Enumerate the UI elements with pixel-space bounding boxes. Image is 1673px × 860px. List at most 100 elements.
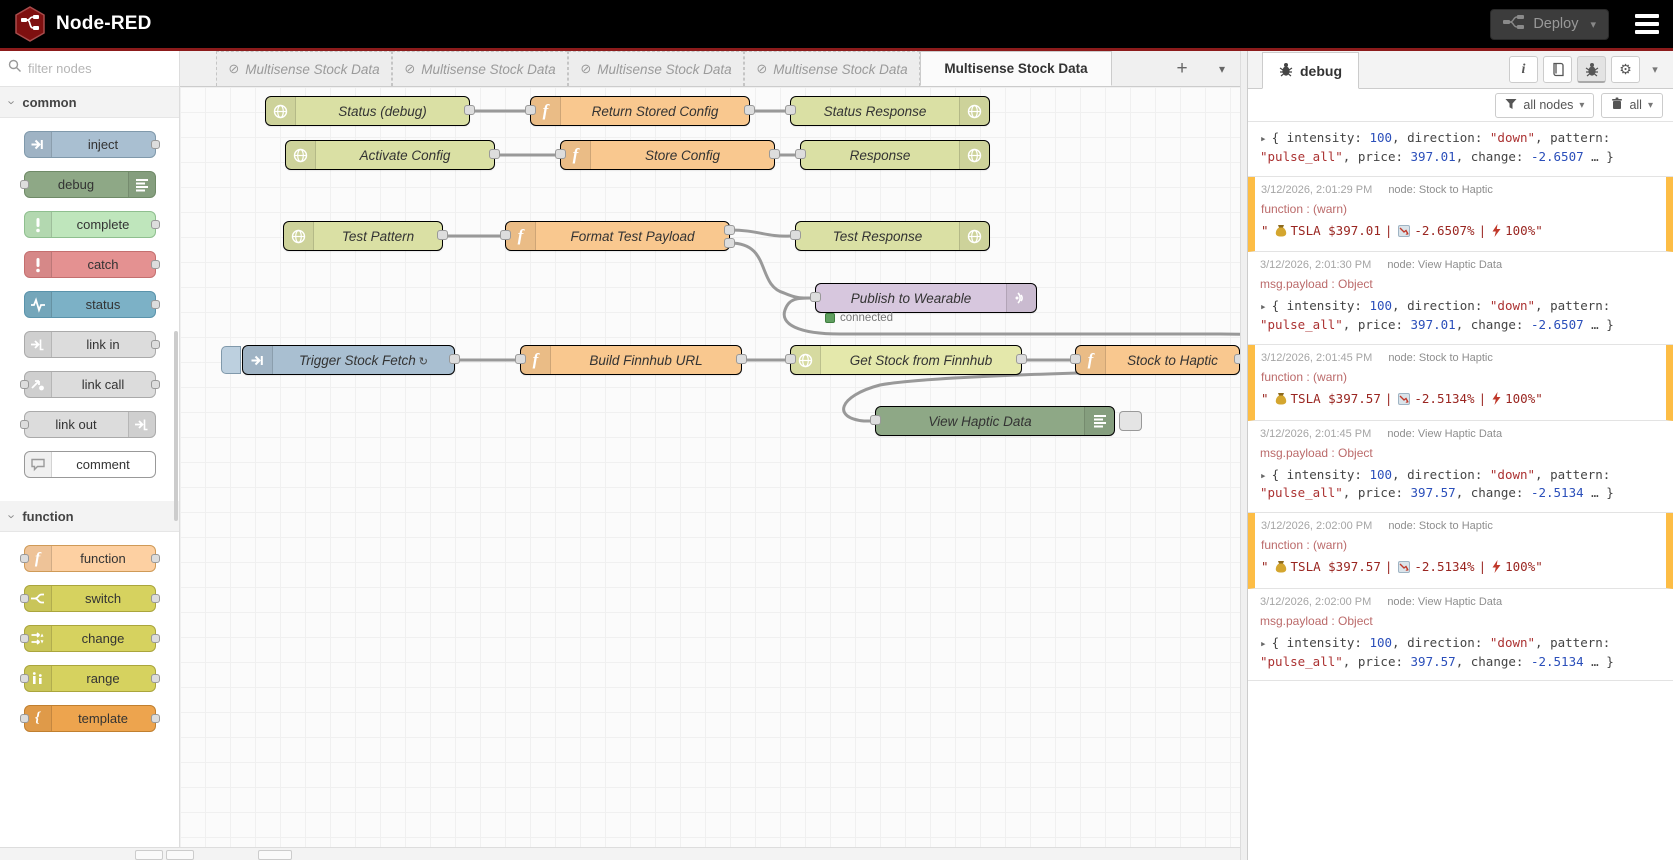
expand-caret-icon[interactable]: ▸ [1260, 636, 1267, 650]
info-tab-button[interactable]: i [1509, 56, 1538, 83]
flow-node-build-finnhub-url[interactable]: f Build Finnhub URL [515, 345, 747, 375]
input-port[interactable] [19, 633, 29, 643]
expand-caret-icon[interactable]: ▸ [1260, 132, 1267, 145]
palette-node-complete[interactable]: complete [23, 211, 160, 238]
output-port[interactable] [150, 139, 160, 149]
palette-category-common[interactable]: › common [0, 87, 179, 118]
output-port[interactable] [150, 379, 160, 389]
tab-active-multisense-stock-data[interactable]: Multisense Stock Data [920, 51, 1112, 86]
output-port[interactable] [150, 673, 160, 683]
palette-scrollbar[interactable] [174, 331, 178, 521]
input-port[interactable] [795, 149, 806, 159]
deploy-button[interactable]: Deploy ▾ [1490, 8, 1609, 40]
output-port[interactable] [150, 553, 160, 563]
input-port[interactable] [785, 105, 796, 115]
tab-debug[interactable]: debug [1262, 52, 1359, 89]
output-port-1[interactable] [724, 225, 735, 235]
input-port[interactable] [515, 354, 526, 364]
help-tab-button[interactable] [1543, 56, 1572, 83]
sidebar-resize-handle[interactable] [1240, 51, 1248, 860]
input-port[interactable] [19, 553, 29, 563]
palette-node-template[interactable]: { template [19, 705, 160, 732]
palette-node-inject[interactable]: inject [23, 131, 160, 158]
debug-tab-button[interactable] [1577, 56, 1606, 83]
source-node[interactable]: node: Stock to Haptic [1388, 520, 1493, 532]
tab-disabled-2[interactable]: ⊘ Multisense Stock Data [392, 51, 568, 86]
source-node[interactable]: node: Stock to Haptic [1388, 183, 1493, 196]
tab-disabled-1[interactable]: ⊘ Multisense Stock Data [216, 51, 392, 86]
input-port[interactable] [870, 415, 881, 425]
palette-node-change[interactable]: change [19, 625, 160, 652]
palette-footer-button[interactable] [135, 850, 163, 860]
debug-messages-list[interactable]: ▸{ intensity: 100, direction: "down", pa… [1248, 122, 1673, 860]
source-node[interactable]: node: View Haptic Data [1387, 595, 1503, 608]
source-node[interactable]: node: View Haptic Data [1387, 427, 1503, 440]
flow-node-status-debug[interactable]: Status (debug) [265, 96, 475, 126]
palette-node-switch[interactable]: switch [19, 585, 160, 612]
gear-icon[interactable]: ⚙ [1611, 56, 1640, 83]
filter-nodes-button[interactable]: all nodes ▾ [1495, 92, 1595, 118]
input-port[interactable] [19, 179, 29, 189]
palette-node-catch[interactable]: catch [23, 251, 160, 278]
menu-button[interactable] [1635, 14, 1659, 34]
output-port[interactable] [150, 259, 160, 269]
output-port-2[interactable] [724, 238, 735, 248]
input-port[interactable] [790, 230, 801, 240]
palette-footer-button[interactable] [166, 850, 194, 860]
flow-node-get-stock-from-finnhub[interactable]: Get Stock from Finnhub [785, 345, 1027, 375]
input-port[interactable] [810, 292, 821, 302]
flow-node-return-stored-config[interactable]: f Return Stored Config [525, 96, 755, 126]
output-port[interactable] [769, 149, 780, 159]
debug-toggle-button[interactable] [1119, 411, 1142, 431]
output-port[interactable] [1016, 354, 1027, 364]
tab-disabled-3[interactable]: ⊘ Multisense Stock Data [568, 51, 744, 86]
output-port[interactable] [150, 299, 160, 309]
palette-node-status[interactable]: status [23, 291, 160, 318]
input-port[interactable] [19, 593, 29, 603]
flow-node-response[interactable]: Response [795, 140, 990, 170]
canvas-zoom-button[interactable] [258, 850, 292, 860]
flow-canvas[interactable]: Status (debug) f Return Stored Config St… [180, 87, 1240, 847]
palette-node-comment[interactable]: comment [23, 451, 156, 478]
flow-node-trigger-stock-fetch[interactable]: Trigger Stock Fetch↻ [221, 345, 460, 375]
output-port[interactable] [1234, 354, 1240, 364]
clear-messages-button[interactable]: all ▾ [1601, 92, 1663, 118]
flow-node-publish-to-wearable[interactable]: Publish to Wearable [810, 283, 1037, 313]
filter-nodes-input[interactable] [28, 61, 158, 76]
output-port[interactable] [449, 354, 460, 364]
flow-node-view-haptic-data[interactable]: View Haptic Data [870, 406, 1142, 436]
palette-category-function[interactable]: › function [0, 501, 179, 532]
input-port[interactable] [525, 105, 536, 115]
input-port[interactable] [555, 149, 566, 159]
flow-node-activate-config[interactable]: Activate Config [285, 140, 500, 170]
add-tab-button[interactable]: + [1176, 58, 1188, 79]
input-port[interactable] [500, 230, 511, 240]
input-port[interactable] [19, 379, 29, 389]
flow-node-status-response[interactable]: Status Response [785, 96, 990, 126]
flow-node-stock-to-haptic[interactable]: f Stock to Haptic [1070, 345, 1240, 375]
input-port[interactable] [19, 713, 29, 723]
flow-node-test-response[interactable]: Test Response [790, 221, 990, 251]
input-port[interactable] [19, 673, 29, 683]
output-port[interactable] [489, 149, 500, 159]
input-port[interactable] [785, 354, 796, 364]
output-port[interactable] [150, 593, 160, 603]
output-port[interactable] [744, 105, 755, 115]
output-port[interactable] [150, 219, 160, 229]
output-port[interactable] [150, 713, 160, 723]
palette-node-debug[interactable]: debug [19, 171, 156, 198]
flow-node-test-pattern[interactable]: Test Pattern [283, 221, 448, 251]
palette-node-link-call[interactable]: link call [19, 371, 160, 398]
expand-caret-icon[interactable]: ▸ [1260, 300, 1267, 314]
inject-button[interactable] [221, 346, 241, 374]
palette-node-link-in[interactable]: link in [23, 331, 160, 358]
output-port[interactable] [464, 105, 475, 115]
expand-caret-icon[interactable]: ▸ [1260, 468, 1267, 482]
palette-node-function[interactable]: f function [19, 545, 160, 572]
deploy-caret-icon[interactable]: ▾ [1590, 18, 1596, 31]
input-port[interactable] [19, 419, 29, 429]
source-node[interactable]: node: Stock to Haptic [1388, 351, 1493, 364]
palette-node-link-out[interactable]: link out [19, 411, 156, 438]
sidebar-menu-caret-icon[interactable]: ▾ [1652, 64, 1658, 76]
output-port[interactable] [150, 339, 160, 349]
